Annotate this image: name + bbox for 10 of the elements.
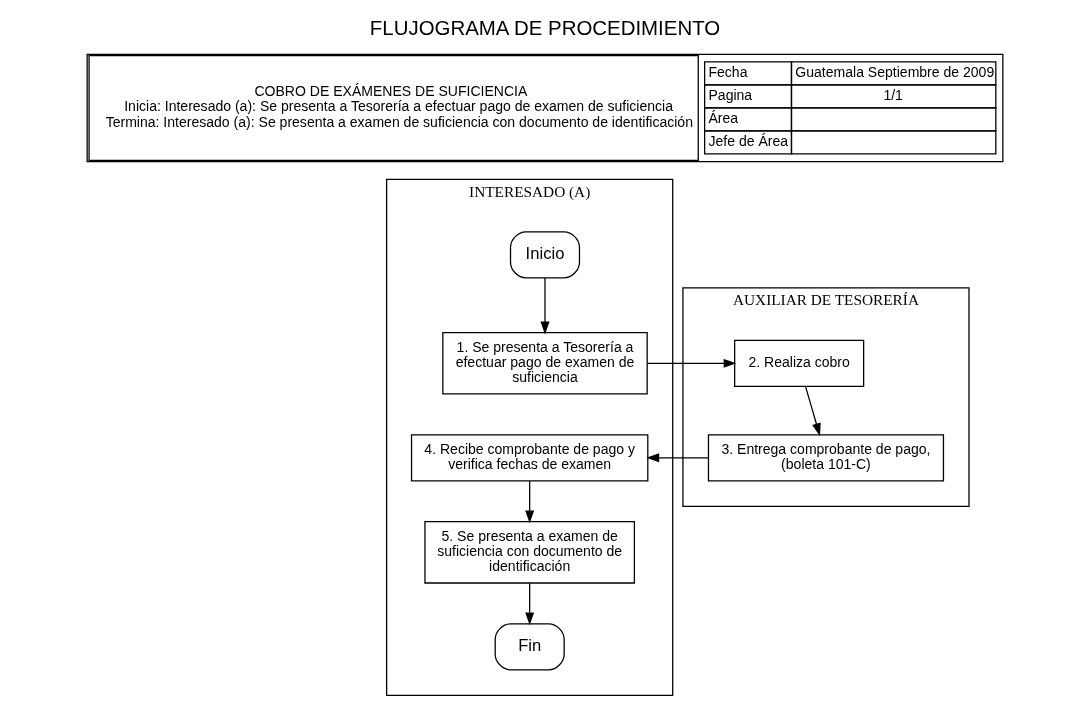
label: Fecha [708, 64, 748, 80]
label: Guatemala Septiembre de 2009 [795, 64, 995, 80]
label: Termina: Interesado (a): Se presenta a examen de suficiencia con documento de identificación [105, 113, 693, 130]
label: 1/1 [883, 86, 903, 103]
label: Inicia: Interesado (a): Se presenta a Tesorería a efectuar pago de examen de suficiencia [124, 98, 674, 115]
label: Área [708, 109, 739, 126]
label: Jefe de Área [708, 132, 789, 149]
diagram-title: FLUJOGRAMA DE PROCEDIMIENTO [369, 16, 721, 39]
label: COBRO DE EXÁMENES DE SUFICIENCIA [254, 83, 528, 100]
label: Pagina [708, 86, 753, 103]
